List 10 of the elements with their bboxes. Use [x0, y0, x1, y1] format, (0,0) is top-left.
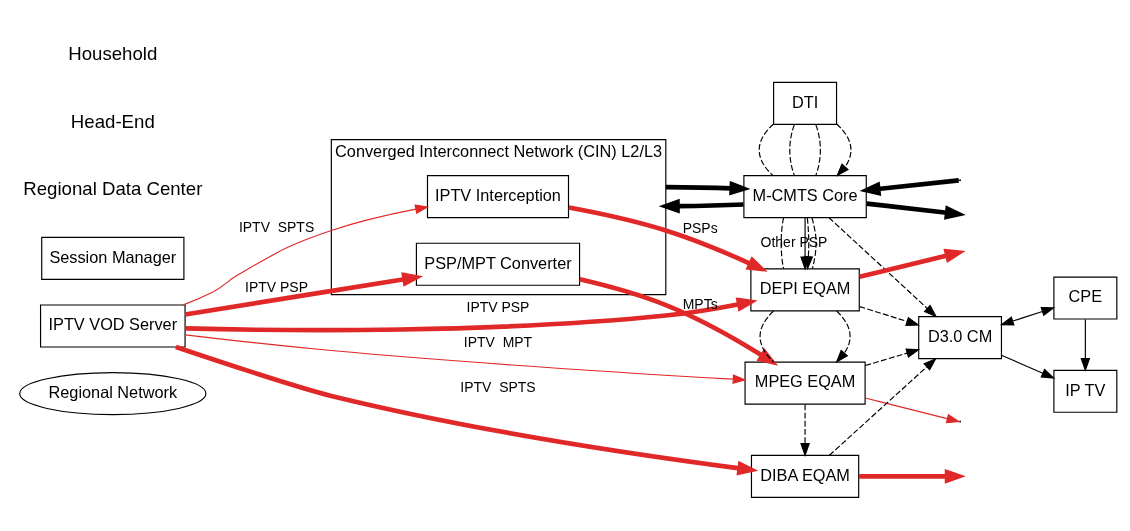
edge-label: PSPs: [682, 219, 718, 236]
edge-label: IPTV MPT: [463, 333, 533, 350]
edge-label: IPTV SPTS: [238, 218, 315, 235]
edge-label: MPTs: [682, 295, 718, 312]
edge-label: IPTV SPTS: [460, 378, 536, 395]
label: Regional Data Center: [23, 177, 203, 199]
edge-label: IPTV PSP: [245, 278, 308, 295]
label: Household: [68, 42, 158, 64]
edge-label: IPTV PSP: [466, 298, 530, 315]
label: Head-End: [70, 110, 155, 132]
